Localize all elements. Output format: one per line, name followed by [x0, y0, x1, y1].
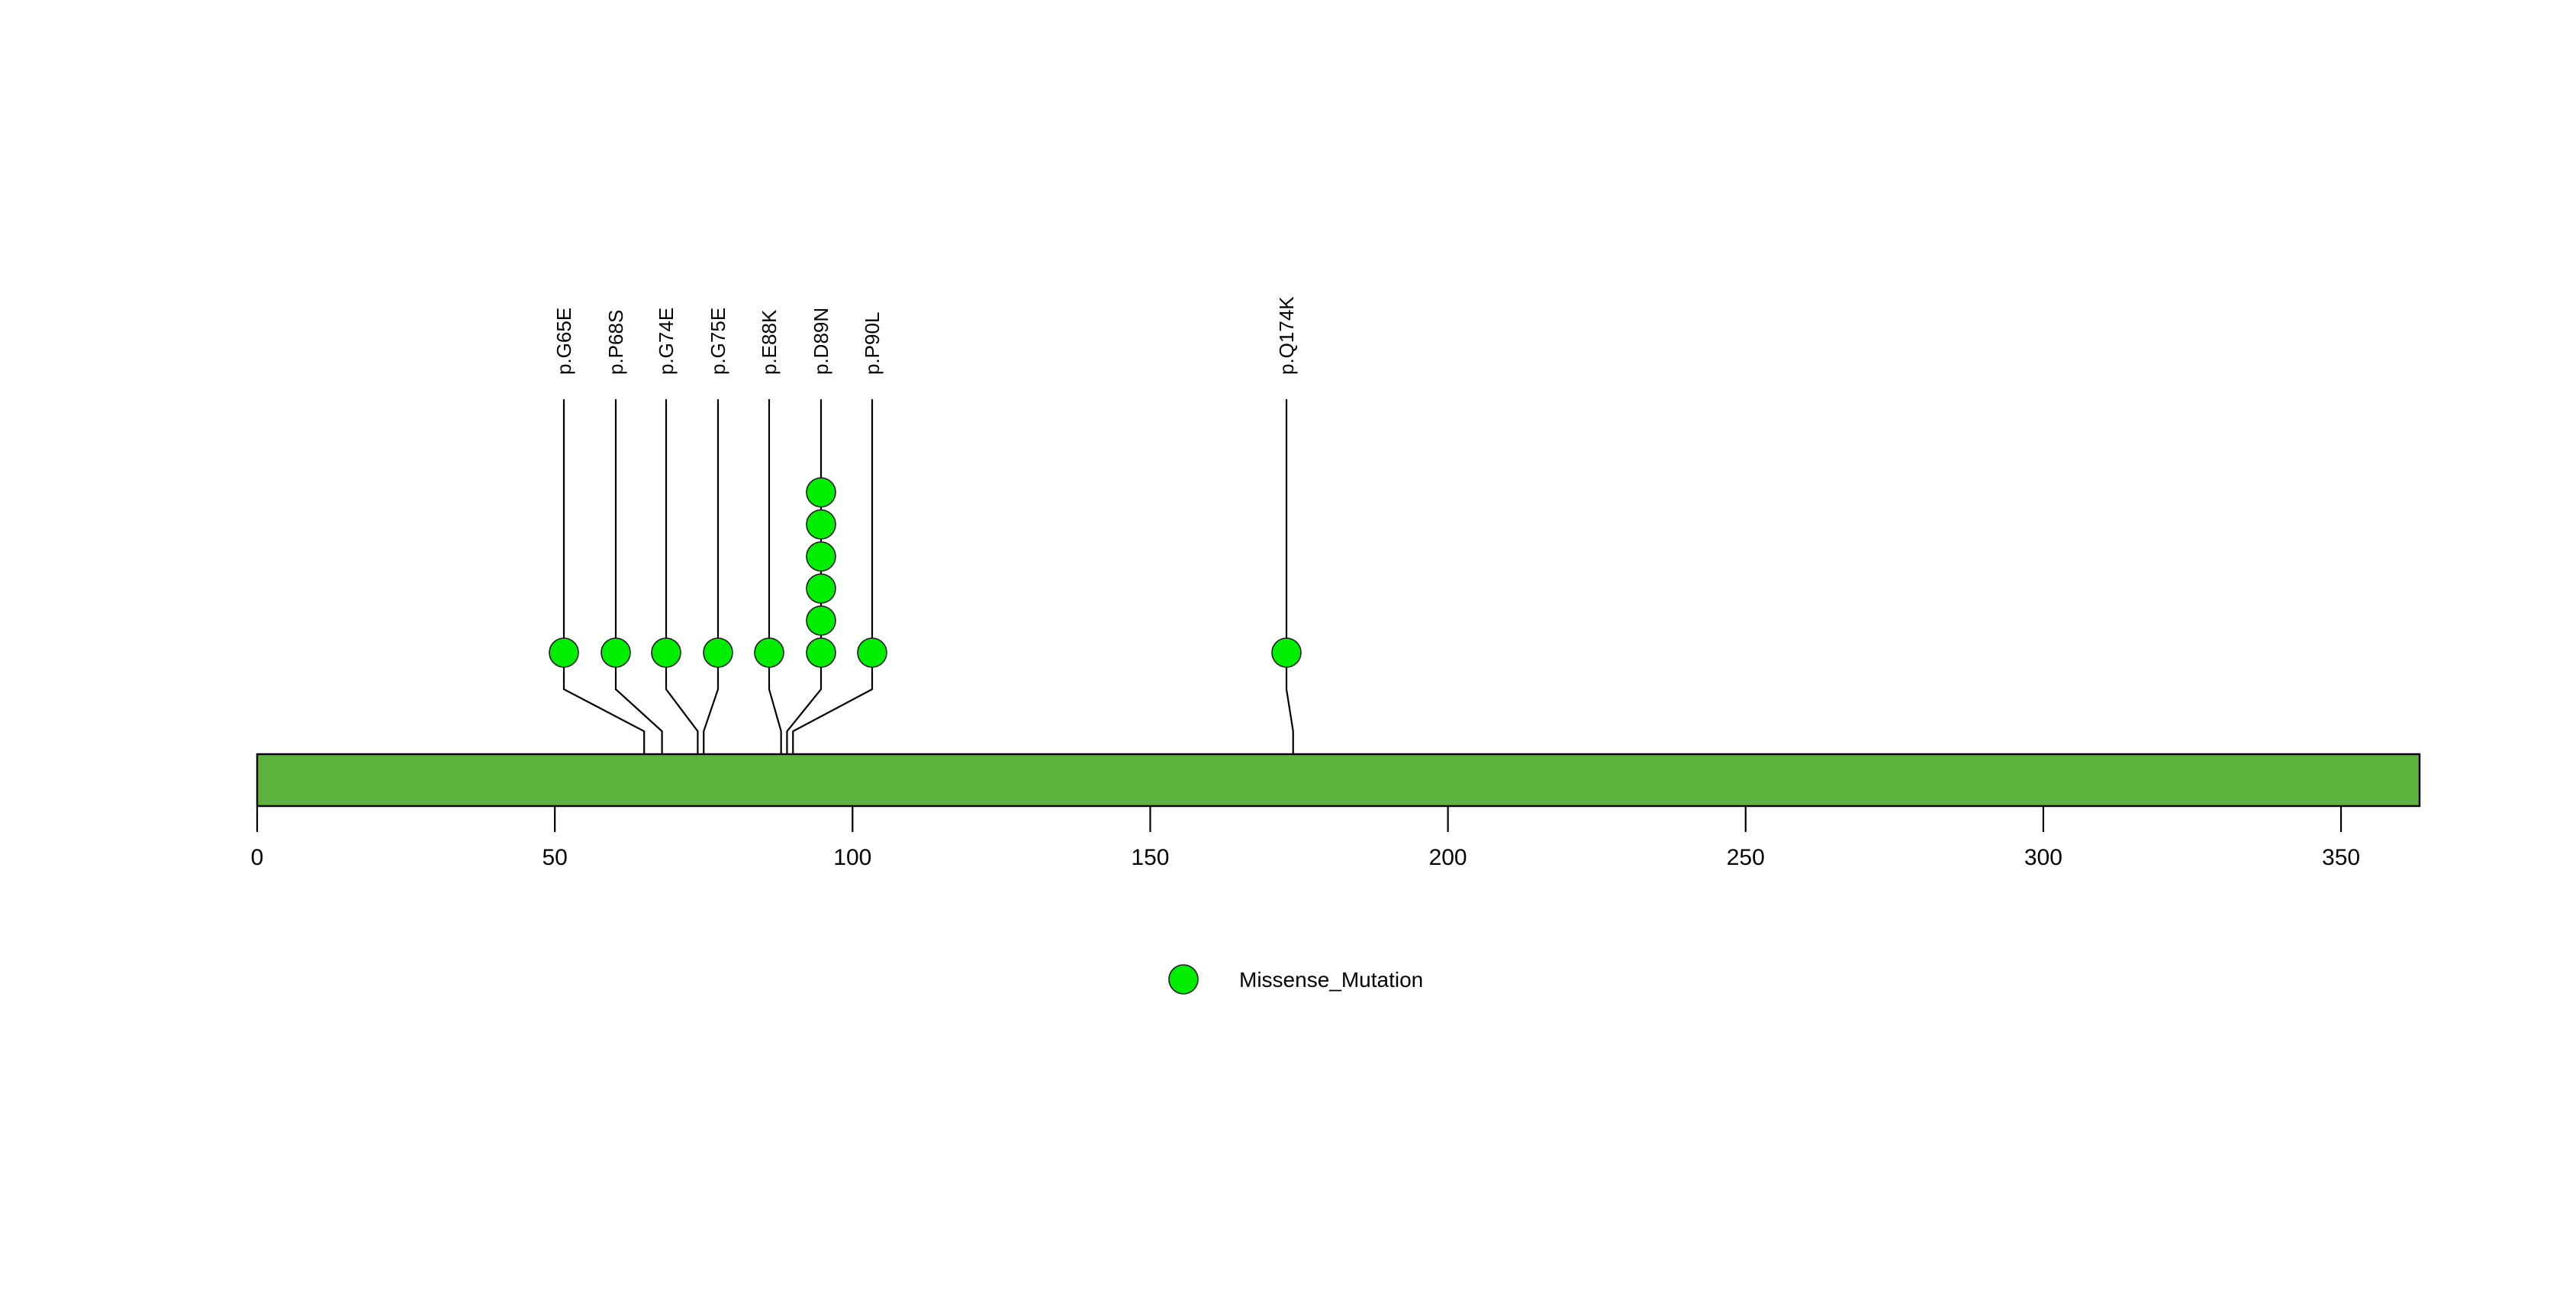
- stem-p.G74E: [665, 399, 699, 806]
- lollipop-dot-p.D89N-6[interactable]: [806, 477, 836, 508]
- stem-p.P68S: [614, 399, 663, 806]
- lollipop-dot-p.P90L-1[interactable]: [857, 637, 887, 668]
- lollipop-dot-p.Q174K-1[interactable]: [1271, 637, 1302, 668]
- axis-tick-label-350: 350: [2322, 845, 2360, 870]
- lollipop-dot-p.P68S-1[interactable]: [601, 637, 631, 668]
- lollipop-dot-p.G75E-1[interactable]: [703, 637, 733, 668]
- mutation-label-p.D89N: p.D89N: [810, 308, 832, 375]
- legend-marker-Missense_Mutation: [1168, 964, 1199, 995]
- axis-layer: 0 50 100 150 200 250 300 350: [251, 806, 2360, 870]
- domain-track-layer: [256, 753, 2421, 808]
- axis-tick-label-100: 100: [833, 845, 871, 870]
- stem-p.E88K: [768, 399, 782, 806]
- lollipop-dot-p.E88K-1[interactable]: [754, 637, 784, 668]
- legend-label-Missense_Mutation: Missense_Mutation: [1239, 968, 1423, 992]
- lollipop-dot-p.D89N-3[interactable]: [806, 573, 836, 604]
- mutation-label-p.P68S: p.P68S: [604, 310, 627, 375]
- stem-p.G65E: [562, 399, 646, 806]
- axis-tick-label-250: 250: [1727, 845, 1765, 870]
- stem-p.Q174K: [1285, 399, 1294, 806]
- mutation-label-p.G65E: p.G65E: [552, 308, 575, 375]
- mutation-label-p.P90L: p.P90L: [861, 312, 884, 375]
- stem-p.P90L: [792, 399, 874, 806]
- axis-tick-label-300: 300: [2024, 845, 2062, 870]
- lollipop-dots-layer: [549, 477, 1302, 668]
- axis-tick-label-150: 150: [1131, 845, 1169, 870]
- lollipop-dot-p.G65E-1[interactable]: [549, 637, 579, 668]
- mutation-label-p.Q174K: p.Q174K: [1275, 296, 1298, 375]
- protein-backbone-rect: [256, 753, 2421, 808]
- axis-tick-label-50: 50: [542, 845, 567, 870]
- mutation-label-p.G74E: p.G74E: [655, 308, 678, 375]
- legend-layer: Missense_Mutation: [1168, 964, 1423, 995]
- mutation-label-p.G75E: p.G75E: [707, 308, 729, 375]
- axis-tick-label-200: 200: [1429, 845, 1467, 870]
- lollipop-dot-p.D89N-5[interactable]: [806, 509, 836, 540]
- lollipop-dot-p.D89N-2[interactable]: [806, 605, 836, 636]
- mutation-label-p.E88K: p.E88K: [758, 309, 781, 375]
- stems-layer: [562, 399, 1294, 806]
- lollipop-dot-p.D89N-4[interactable]: [806, 541, 836, 572]
- mutation-labels-layer: p.G65E p.P68S p.G74E p.G75E p.E88K p.D89N p.P9…: [552, 296, 1298, 375]
- axis-tick-label-0: 0: [251, 845, 264, 870]
- stem-p.G75E: [703, 399, 720, 806]
- lollipop-dot-p.G74E-1[interactable]: [651, 637, 681, 668]
- lollipop-dot-p.D89N-1[interactable]: [806, 637, 836, 668]
